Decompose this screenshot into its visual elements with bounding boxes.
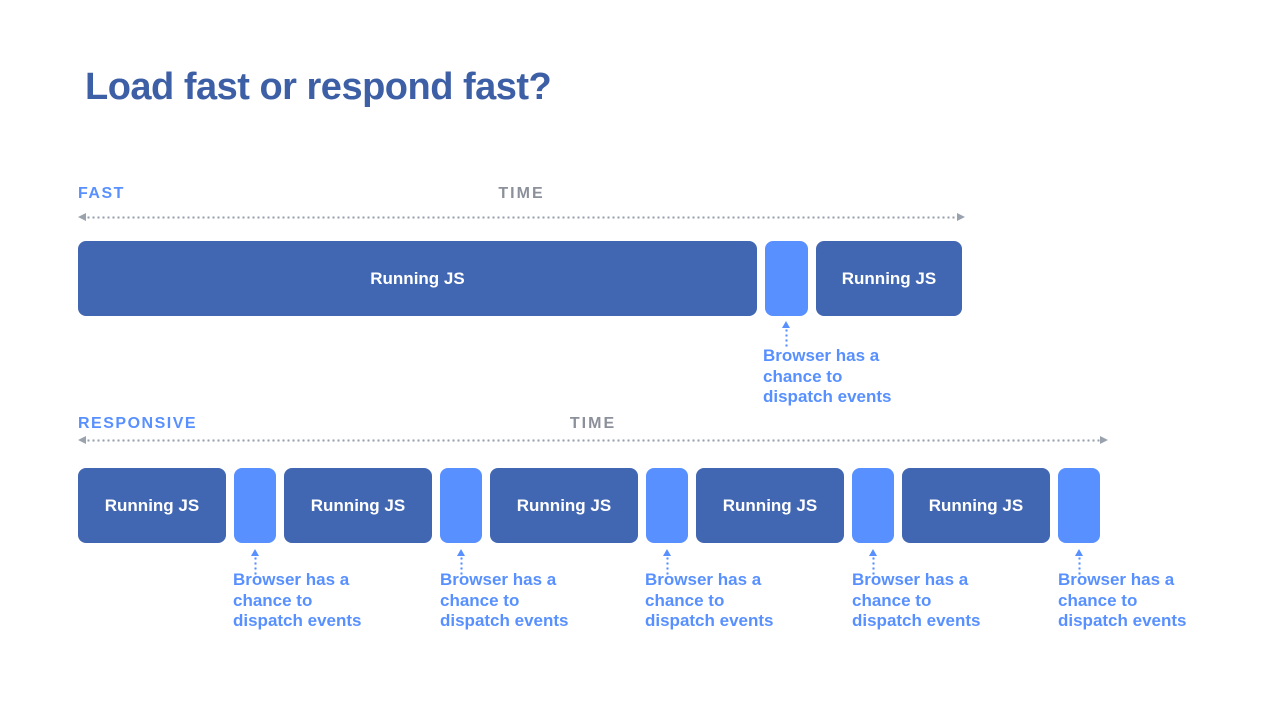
dotted-stem bbox=[665, 556, 669, 576]
running-js-label: Running JS bbox=[722, 495, 818, 515]
up-arrowhead-icon bbox=[663, 549, 671, 556]
idle-gap-bar bbox=[1058, 468, 1100, 543]
dispatch-events-annotation: Browser has a chance to dispatch events bbox=[852, 570, 981, 630]
idle-gap-bar bbox=[234, 468, 276, 543]
running-js-bar: Running JS bbox=[78, 241, 757, 316]
up-arrowhead-icon bbox=[457, 549, 465, 556]
dispatch-events-annotation: Browser has a chance to dispatch events bbox=[1058, 570, 1187, 630]
dispatch-events-annotation: Browser has a chance to dispatch events bbox=[645, 570, 774, 630]
responsive-section-label: RESPONSIVE bbox=[78, 415, 198, 432]
timeline-dotted-line bbox=[86, 215, 957, 219]
running-js-bar: Running JS bbox=[78, 468, 226, 543]
dispatch-events-annotation: Browser has a chance to dispatch events bbox=[440, 570, 569, 630]
dotted-stem bbox=[253, 556, 257, 576]
dispatch-events-annotation: Browser has a chance to dispatch events bbox=[233, 570, 362, 630]
idle-gap-bar bbox=[646, 468, 688, 543]
idle-gap-bar bbox=[440, 468, 482, 543]
dotted-stem bbox=[1077, 556, 1081, 576]
running-js-bar: Running JS bbox=[696, 468, 844, 543]
up-arrowhead-icon bbox=[782, 321, 790, 328]
timeline-right-arrow-icon bbox=[957, 213, 965, 221]
dispatch-events-annotation: Browser has a chance to dispatch events bbox=[763, 346, 892, 406]
dotted-stem bbox=[784, 328, 788, 348]
running-js-label: Running JS bbox=[841, 268, 937, 288]
up-arrowhead-icon bbox=[869, 549, 877, 556]
running-js-bar: Running JS bbox=[902, 468, 1050, 543]
up-arrowhead-icon bbox=[1075, 549, 1083, 556]
timeline-right-arrow-icon bbox=[1100, 436, 1108, 444]
idle-gap-bar bbox=[852, 468, 894, 543]
up-arrow-icon bbox=[250, 549, 260, 576]
responsive-timeline bbox=[78, 434, 1108, 446]
up-arrowhead-icon bbox=[251, 549, 259, 556]
running-js-label: Running JS bbox=[928, 495, 1024, 515]
up-arrow-icon bbox=[662, 549, 672, 576]
fast-timeline bbox=[78, 211, 965, 223]
page-title: Load fast or respond fast? bbox=[85, 66, 552, 108]
running-js-label: Running JS bbox=[310, 495, 406, 515]
up-arrow-icon bbox=[781, 321, 791, 348]
up-arrow-icon bbox=[456, 549, 466, 576]
up-arrow-icon bbox=[1074, 549, 1084, 576]
timeline-left-arrow-icon bbox=[78, 436, 86, 444]
timeline-dotted-line bbox=[86, 438, 1100, 442]
idle-gap-bar bbox=[765, 241, 808, 316]
running-js-label: Running JS bbox=[370, 268, 465, 288]
fast-section-label: FAST bbox=[78, 185, 125, 202]
timeline-left-arrow-icon bbox=[78, 213, 86, 221]
running-js-bar: Running JS bbox=[816, 241, 962, 316]
running-js-label: Running JS bbox=[104, 495, 200, 515]
running-js-bar: Running JS bbox=[284, 468, 432, 543]
up-arrow-icon bbox=[868, 549, 878, 576]
responsive-time-label: TIME bbox=[569, 415, 617, 432]
running-js-bar: Running JS bbox=[490, 468, 638, 543]
dotted-stem bbox=[871, 556, 875, 576]
fast-time-label: TIME bbox=[498, 185, 545, 202]
running-js-label: Running JS bbox=[516, 495, 612, 515]
dotted-stem bbox=[459, 556, 463, 576]
